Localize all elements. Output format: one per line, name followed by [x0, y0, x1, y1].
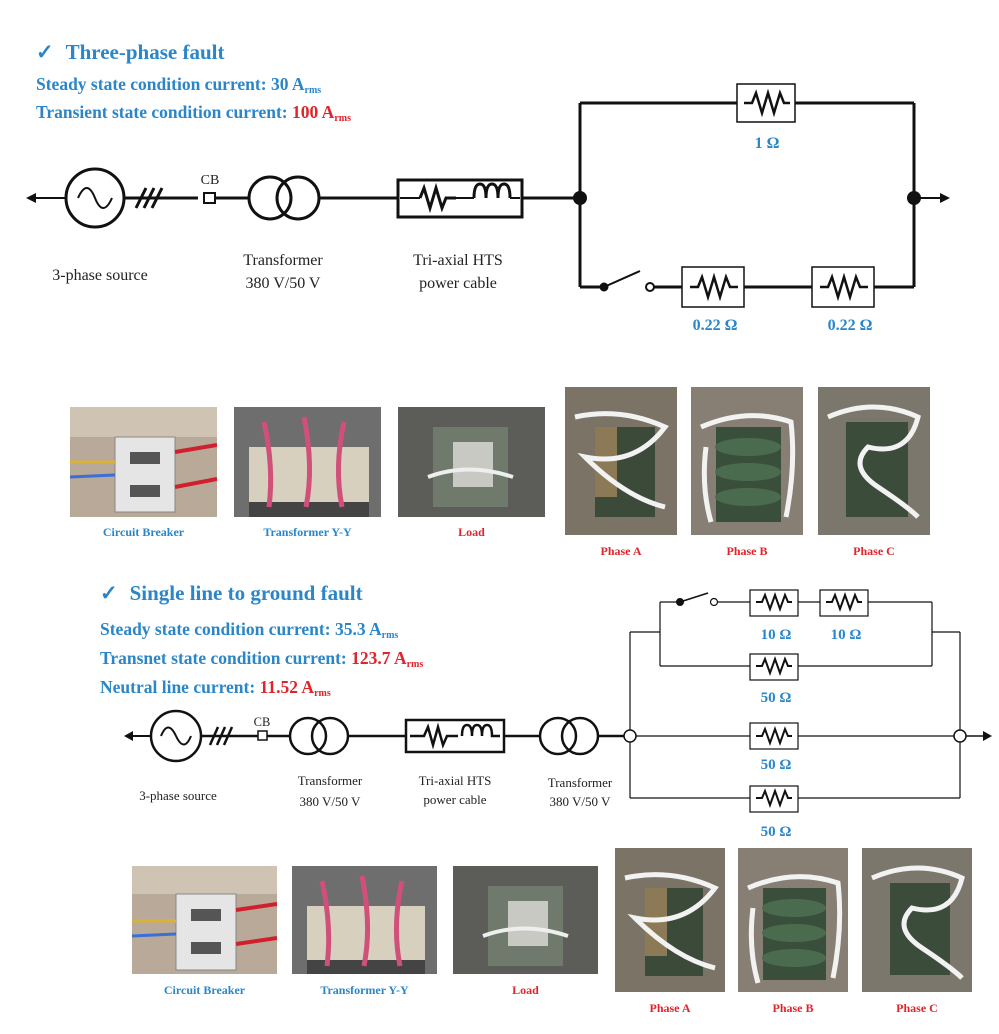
- steady-label: Steady state condition current:: [36, 74, 271, 94]
- photo-phase-a: [565, 387, 677, 535]
- circuit-breaker-icon: [203, 192, 216, 204]
- unit-sub: rms: [406, 659, 424, 670]
- resistor-50ohm-a-icon: [749, 653, 799, 681]
- unit-sub: rms: [314, 688, 331, 699]
- transformer-label-line1: Transformer: [243, 252, 323, 269]
- photo-phase-b-2: [738, 848, 848, 992]
- steady-value: 30: [270, 74, 289, 94]
- junction-left: [623, 729, 637, 743]
- cb-label: CB: [201, 173, 220, 188]
- circuit-breaker-icon: [257, 730, 268, 741]
- caption-transformer: Transformer Y-Y: [263, 525, 352, 539]
- checkmark-icon: ✓: [100, 581, 118, 605]
- single-line-ground-circuit-diagram: CB 3-phase source Transformer 380 V/50 V…: [124, 589, 992, 840]
- transformer-icon: [247, 175, 293, 221]
- neutral-value: 11.52: [259, 677, 298, 697]
- transformer2-label-line2: 380 V/50 V: [550, 794, 612, 809]
- photo-circuit-breaker-2: [132, 866, 277, 974]
- photo-phase-a-2: [615, 848, 725, 992]
- arrow-left-icon: [124, 731, 133, 741]
- caption-phase-b-2: Phase B: [772, 1001, 814, 1015]
- caption-phase-c: Phase C: [853, 544, 895, 558]
- photo-circuit-breaker: [70, 407, 217, 517]
- resistor-label-10ohm-1: 10 Ω: [761, 627, 792, 643]
- transient-label: Transient state condition current:: [36, 102, 292, 122]
- caption-circuit-breaker-2: Circuit Breaker: [163, 983, 246, 997]
- transformer2-label-line1: Transformer: [548, 775, 613, 790]
- neutral-label: Neutral line current:: [100, 677, 260, 697]
- photo-phase-c-2: [862, 848, 972, 992]
- caption-phase-a-2: Phase A: [649, 1001, 691, 1015]
- resistor-label-right: 0.22 Ω: [828, 317, 873, 334]
- photo-load-2: [453, 866, 598, 974]
- source-label: 3-phase source: [52, 267, 148, 284]
- caption-circuit-breaker: Circuit Breaker: [102, 525, 185, 539]
- photo-phase-b: [691, 387, 803, 535]
- caption-phase-a: Phase A: [600, 544, 642, 558]
- caption-load: Load: [458, 525, 485, 539]
- caption-phase-b: Phase B: [726, 544, 768, 558]
- resistor-label-left: 0.22 Ω: [693, 317, 738, 334]
- transformer1-label-line1: Transformer: [298, 773, 363, 788]
- junction-left: [573, 191, 587, 205]
- caption-transformer-2: Transformer Y-Y: [320, 983, 409, 997]
- arrow-right-icon: [940, 193, 950, 203]
- resistor-10ohm-2-icon: [819, 589, 869, 617]
- section1-heading: ✓ Three-phase fault: [36, 40, 224, 65]
- section2-transient-line: Transnet state condition current: 123.7 …: [100, 648, 423, 670]
- unit: A: [321, 102, 335, 122]
- unit-sub: rms: [304, 85, 322, 96]
- section1-title: Three-phase fault: [65, 40, 225, 64]
- arrow-right-icon: [983, 731, 992, 741]
- resistor-1ohm-icon: [736, 83, 796, 123]
- photo-transformer: [234, 407, 381, 517]
- unit: A: [301, 677, 315, 697]
- transformer-label-line2: 380 V/50 V: [246, 275, 321, 292]
- unit-sub: rms: [334, 113, 351, 124]
- caption-load-2: Load: [512, 983, 539, 997]
- resistor-label-top: 1 Ω: [755, 135, 780, 152]
- section1-transient-line: Transient state condition current: 100 A…: [36, 102, 351, 124]
- resistor-50ohm-c-icon: [749, 785, 799, 813]
- photo-transformer-2: [292, 866, 437, 974]
- checkmark-icon: ✓: [36, 40, 54, 64]
- steady-label: Steady state condition current:: [100, 619, 335, 639]
- cable-label-line2: power cable: [419, 275, 497, 292]
- unit: A: [393, 648, 407, 668]
- section2-neutral-line: Neutral line current: 11.52 Arms: [100, 677, 331, 699]
- resistor-label-10ohm-2: 10 Ω: [831, 627, 862, 643]
- transformer1-label-line2: 380 V/50 V: [300, 794, 362, 809]
- resistor-label-50ohm-c: 50 Ω: [761, 824, 792, 840]
- transformer1-icon: [288, 716, 328, 756]
- section1-steady-line: Steady state condition current: 30 Arms: [36, 74, 321, 96]
- cable-label-line1: Tri-axial HTS: [419, 773, 492, 788]
- cb-label: CB: [254, 715, 271, 729]
- unit: A: [291, 74, 305, 94]
- section2-steady-line: Steady state condition current: 35.3 Arm…: [100, 619, 398, 641]
- transient-value: 123.7: [351, 648, 391, 668]
- caption-phase-c-2: Phase C: [896, 1001, 938, 1015]
- arrow-left-icon: [26, 193, 36, 203]
- resistor-label-50ohm-b: 50 Ω: [761, 757, 792, 773]
- unit-sub: rms: [381, 630, 399, 641]
- source-label: 3-phase source: [139, 788, 217, 803]
- section2-heading: ✓ Single line to ground fault: [100, 581, 363, 606]
- resistor-label-50ohm-a: 50 Ω: [761, 690, 792, 706]
- cable-label-line1: Tri-axial HTS: [413, 252, 503, 269]
- resistor-10ohm-1-icon: [749, 589, 799, 617]
- photo-load: [398, 407, 545, 517]
- transient-label: Transnet state condition current:: [100, 648, 352, 668]
- cable-label-line2: power cable: [423, 792, 486, 807]
- photo-phase-c: [818, 387, 930, 535]
- steady-value: 35.3: [334, 619, 366, 639]
- section2-title: Single line to ground fault: [129, 581, 363, 605]
- junction-right: [953, 729, 967, 743]
- three-phase-circuit-diagram: CB 3-phase source Transformer 380 V/50 V…: [26, 83, 950, 334]
- transient-value: 100: [292, 102, 319, 122]
- unit: A: [368, 619, 382, 639]
- transformer2-icon: [538, 716, 578, 756]
